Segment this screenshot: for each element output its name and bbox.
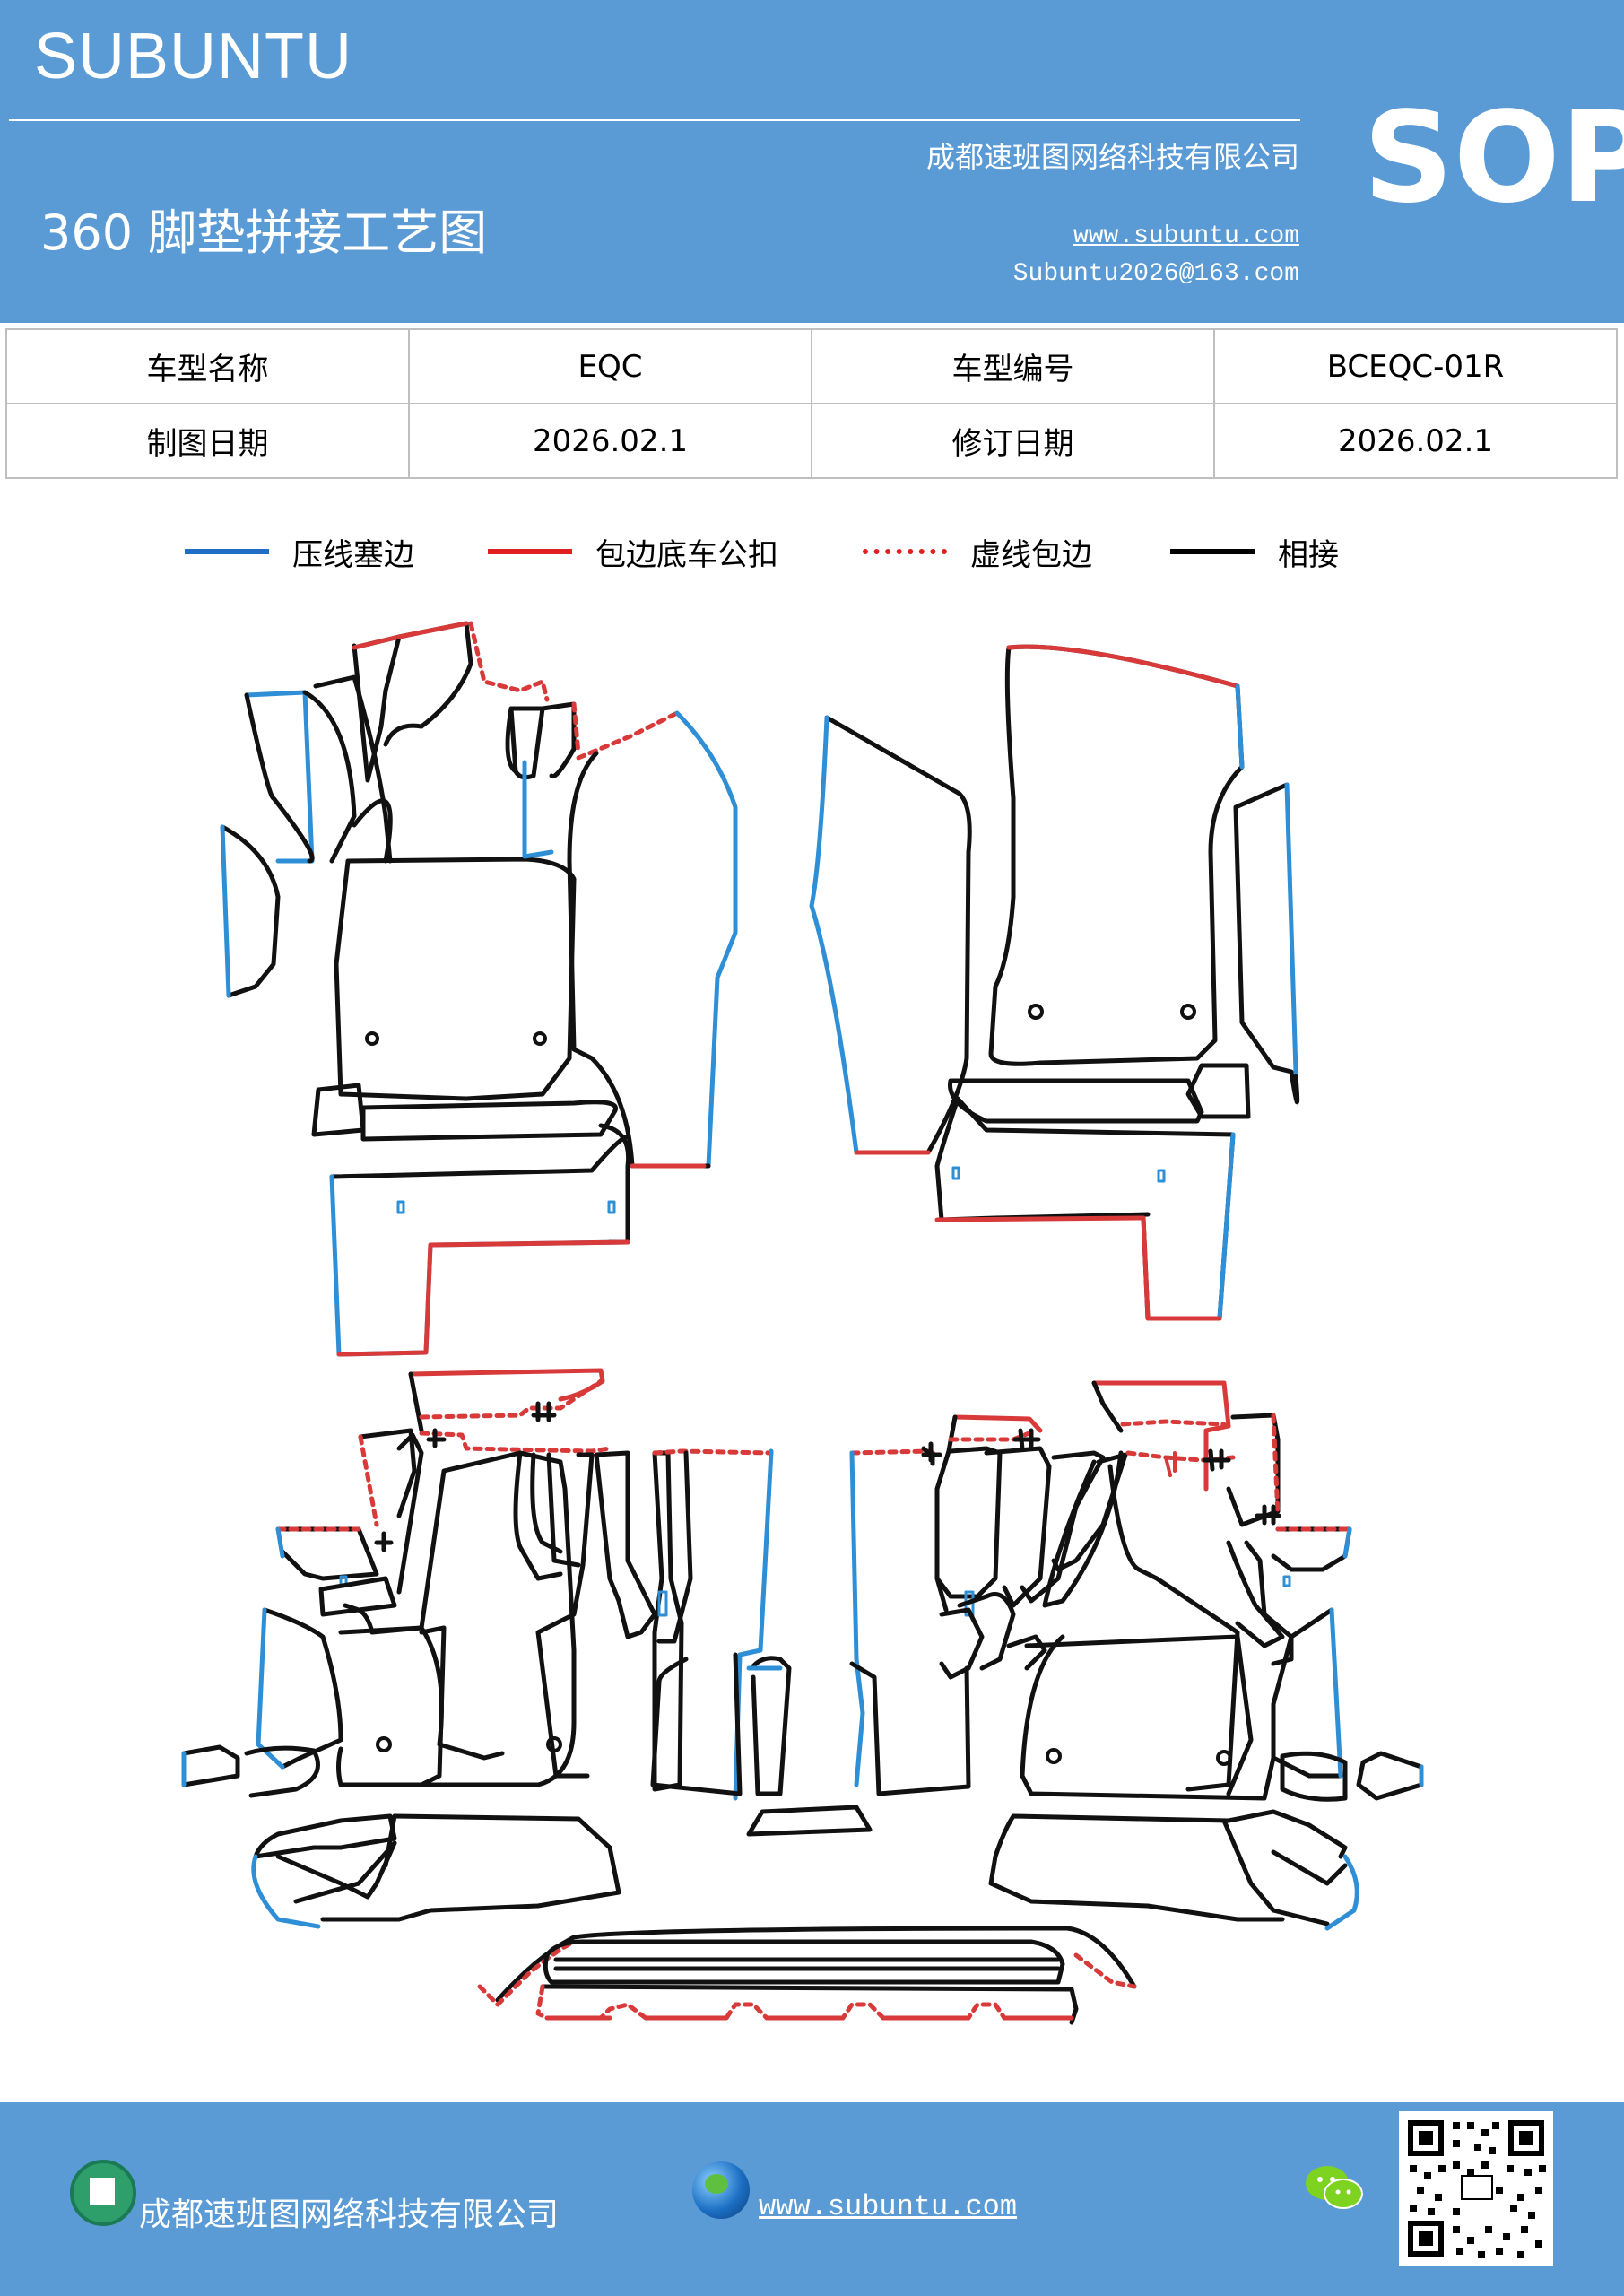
draw-date-label: 制图日期 <box>5 403 410 479</box>
legend-swatch-red-dotted <box>863 549 947 554</box>
legend-item-wrap-edge: 包边底车公扣 <box>488 525 778 578</box>
model-name-value: EQC <box>408 328 812 404</box>
driver-mat-upper <box>220 621 738 1357</box>
legend-item-press-line: 压线塞边 <box>185 525 414 578</box>
header-divider <box>9 119 1300 121</box>
email-address: Subuntu2026@163.com <box>1012 260 1299 288</box>
sop-label: SOP <box>1363 85 1624 231</box>
building-icon <box>70 2160 136 2226</box>
qr-code[interactable] <box>1399 2111 1553 2266</box>
model-name-label: 车型名称 <box>5 328 410 404</box>
legend-swatch-blue <box>185 549 269 554</box>
legend-label: 压线塞边 <box>292 536 414 573</box>
legend-item-dotted-edge: 虚线包边 <box>863 525 1092 578</box>
revise-date-label: 修订日期 <box>811 403 1215 479</box>
company-name: 成都速班图网络科技有限公司 <box>925 140 1299 174</box>
rear-mats-left <box>181 1368 873 1929</box>
legend-swatch-black <box>1170 549 1255 554</box>
model-code-value: BCEQC-01R <box>1213 328 1618 404</box>
passenger-mat-upper <box>809 644 1300 1321</box>
legend-label: 包边底车公扣 <box>595 536 778 573</box>
footer-website-link[interactable]: www.subuntu.com <box>759 2190 1018 2223</box>
floor-mat-pattern-diagram <box>181 621 1424 2025</box>
rear-mats-right <box>849 1380 1424 1931</box>
legend-label: 虚线包边 <box>970 536 1092 573</box>
legend-swatch-red <box>488 549 572 554</box>
legend-item-joined: 相接 <box>1170 525 1339 578</box>
header-banner: SUBUNTU SOP 成都速班图网络科技有限公司 360 脚垫拼接工艺图 ww… <box>0 0 1624 323</box>
document-title: 360 脚垫拼接工艺图 <box>40 204 488 261</box>
revise-date-value: 2026.02.1 <box>1213 403 1618 479</box>
legend-label: 相接 <box>1278 536 1339 573</box>
globe-icon <box>692 2161 750 2219</box>
website-link[interactable]: www.subuntu.com <box>1073 222 1299 250</box>
model-code-label: 车型编号 <box>811 328 1215 404</box>
footer-banner: 成都速班图网络科技有限公司 www.subuntu.com <box>0 2102 1624 2296</box>
table-row: 车型名称 EQC 车型编号 BCEQC-01R <box>5 328 1618 404</box>
footer-company-name: 成都速班图网络科技有限公司 <box>139 2196 560 2233</box>
table-row: 制图日期 2026.02.1 修订日期 2026.02.1 <box>5 403 1618 479</box>
info-table: 车型名称 EQC 车型编号 BCEQC-01R 制图日期 2026.02.1 修… <box>5 328 1618 479</box>
wechat-icon <box>1306 2166 1363 2209</box>
draw-date-value: 2026.02.1 <box>408 403 812 479</box>
brand-name: SUBUNTU <box>34 21 353 92</box>
rear-bench-strip <box>477 1926 1137 2025</box>
